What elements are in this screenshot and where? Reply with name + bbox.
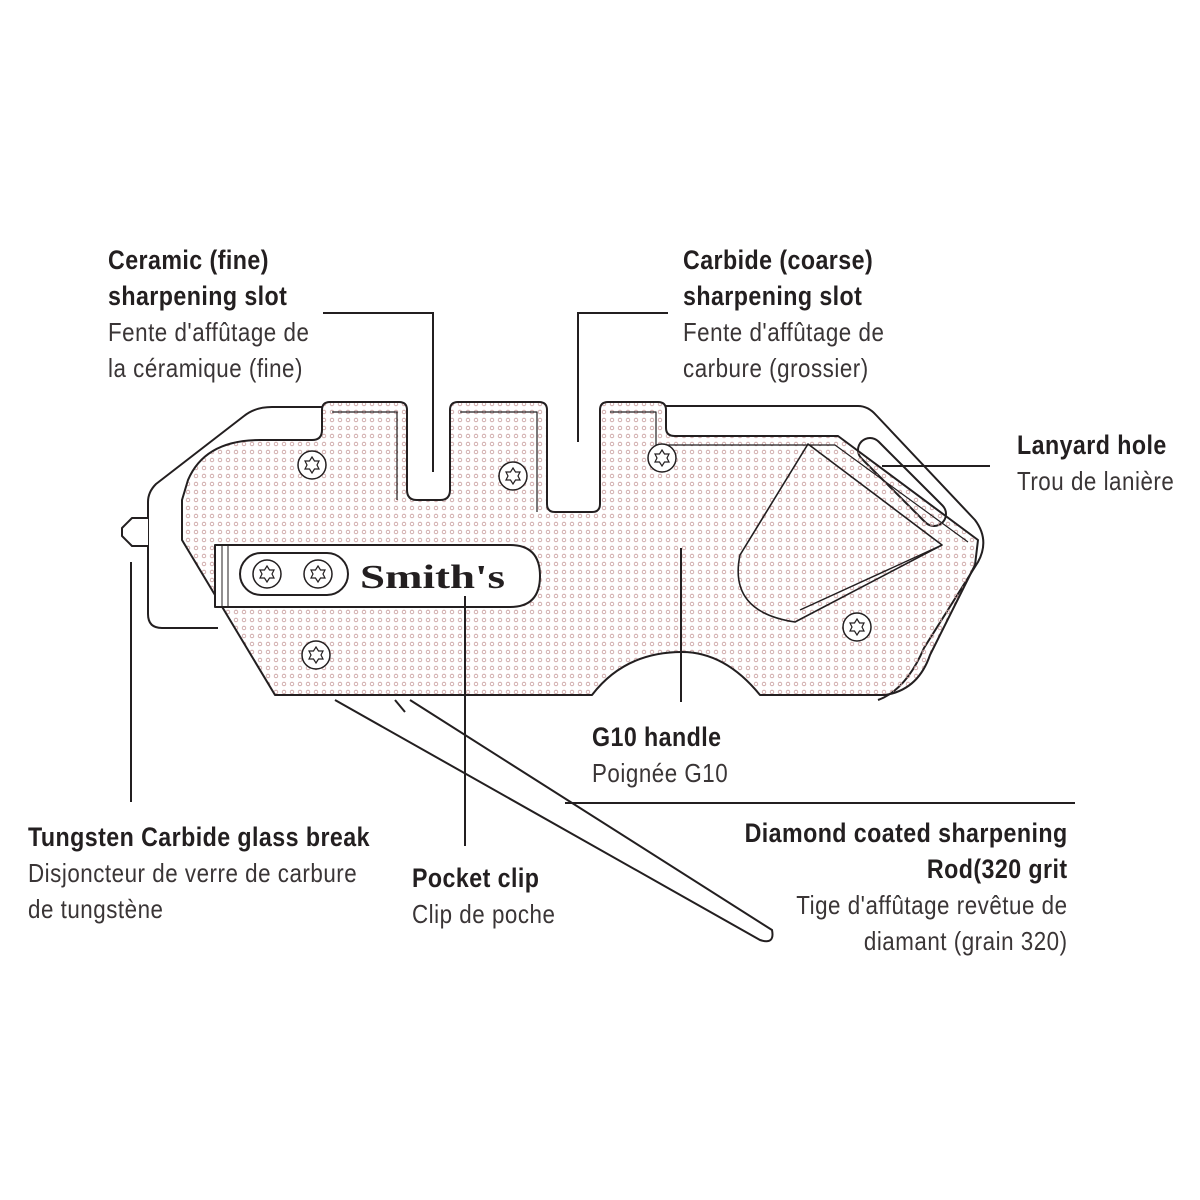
screw-icon	[498, 461, 528, 491]
g10-handle	[181, 401, 979, 696]
label-diamond-rod: Diamond coated sharpening Rod(320 grit T…	[745, 818, 1068, 956]
screw-icon	[301, 640, 331, 670]
leader-lines	[130, 312, 1075, 846]
blade-bevel	[737, 443, 943, 623]
screw-icon	[252, 559, 282, 589]
glass-break-tip	[121, 517, 148, 547]
screw-icon	[842, 612, 872, 642]
screw-icon	[303, 559, 333, 589]
label-pocket-clip: Pocket clip Clip de poche	[412, 863, 556, 929]
label-carbide-slot: Carbide (coarse) sharpening slot Fente d…	[683, 245, 885, 383]
screw-icon	[297, 450, 327, 480]
label-ceramic-slot: Ceramic (fine) sharpening slot Fente d'a…	[108, 245, 310, 383]
label-glass-break: Tungsten Carbide glass break Disjoncteur…	[28, 822, 370, 924]
back-plate	[147, 406, 322, 629]
screw-icon	[647, 443, 677, 473]
smiths-logo: Smith's	[360, 559, 505, 596]
sharpening-rod	[334, 699, 774, 943]
label-lanyard-hole: Lanyard hole Trou de lanière	[1017, 430, 1175, 496]
label-g10-handle: G10 handle Poignée G10	[592, 722, 729, 788]
